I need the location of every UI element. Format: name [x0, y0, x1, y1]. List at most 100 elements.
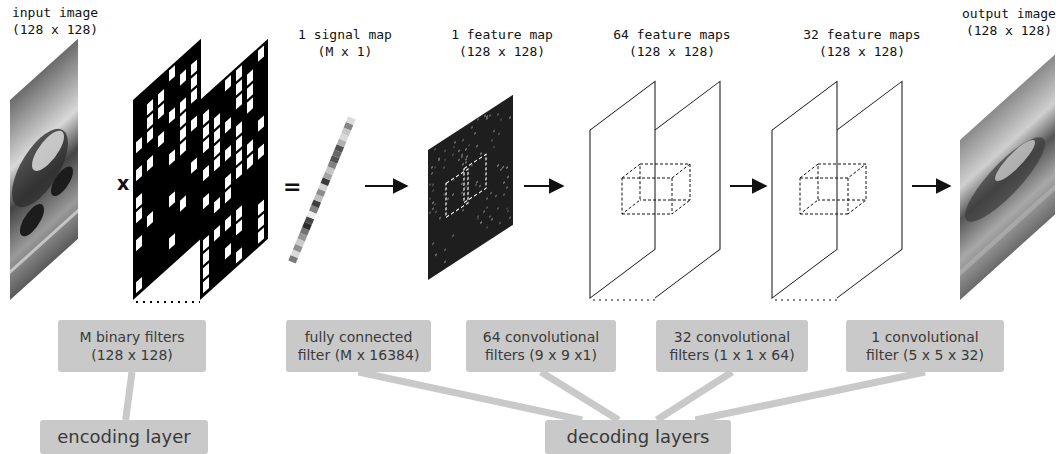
noise-dot	[431, 166, 433, 169]
flow-arrow	[730, 185, 766, 187]
mask-pixel	[225, 145, 231, 161]
noise-dot	[480, 152, 482, 155]
noise-dot	[498, 132, 500, 135]
mask-pixel	[191, 59, 197, 75]
noise-dot	[491, 218, 493, 221]
panel-label: output image (128 x 128)	[959, 5, 1059, 39]
noise-dot	[489, 114, 491, 117]
noise-dot	[493, 145, 495, 148]
noise-dot	[500, 168, 502, 171]
noise-dot	[465, 161, 467, 164]
mask-pixel	[147, 155, 153, 171]
noise-dot	[465, 185, 467, 188]
noise-dot	[461, 182, 463, 185]
layer-name: decoding layers	[567, 426, 710, 448]
noise-dot	[477, 118, 479, 121]
noise-dot	[489, 215, 491, 218]
mask-pixel	[136, 207, 142, 223]
noise-dot	[438, 158, 440, 161]
operator-symbol: x	[117, 172, 129, 194]
noise-dot	[497, 207, 499, 210]
mask-pixel	[191, 73, 197, 89]
mask-pixel	[236, 135, 242, 151]
mask-pixel	[236, 219, 242, 235]
noise-dot	[429, 183, 431, 186]
mask-pixel	[236, 149, 242, 165]
mask-pixel	[136, 165, 142, 181]
mask-pixel	[236, 93, 242, 109]
noise-dot	[453, 145, 455, 148]
noise-dot	[486, 226, 488, 229]
mask-pixel	[236, 79, 242, 95]
noise-dot	[461, 191, 463, 194]
layer-name: encoding layer	[57, 426, 191, 448]
panel-label: input image (128 x 128)	[5, 4, 105, 38]
noise-dot	[458, 149, 460, 152]
signal-cell	[346, 116, 356, 125]
mask-pixel	[158, 131, 164, 147]
noise-dot	[497, 164, 499, 167]
feature-stack	[590, 81, 720, 300]
output-image	[960, 54, 1055, 300]
mask-pixel	[225, 215, 231, 231]
noise-dot	[429, 211, 431, 214]
noise-dot	[502, 166, 504, 169]
noise-dot	[462, 209, 464, 212]
noise-dot	[432, 207, 434, 210]
noise-dot	[447, 197, 449, 200]
mask-pixel	[225, 173, 231, 189]
flow-arrow	[365, 185, 407, 187]
mask-pixel	[147, 99, 153, 115]
mask-pixel	[191, 157, 197, 173]
mask-pixel	[169, 191, 175, 207]
mask-pixel	[136, 137, 142, 153]
mask-pixel	[258, 213, 264, 229]
filter-box: M binary filters (128 x 128)	[58, 320, 206, 372]
noise-dot	[503, 193, 505, 196]
noise-dot	[439, 217, 441, 220]
noise-dot	[434, 148, 436, 151]
mask-pixel	[236, 247, 242, 263]
noise-dot	[500, 118, 502, 121]
layer-band: decoding layers	[545, 420, 731, 454]
noise-dot	[434, 203, 436, 206]
layer-band: encoding layer	[40, 420, 208, 454]
mask-pixel	[247, 97, 253, 113]
mask-pixel	[258, 143, 264, 159]
noise-dot	[444, 158, 446, 161]
noise-dot	[452, 234, 454, 237]
mask-pixel	[180, 69, 186, 85]
noise-dot	[432, 201, 434, 204]
layer-connector	[541, 372, 619, 420]
mask-pixel	[203, 109, 209, 125]
noise-dot	[435, 210, 437, 213]
panel-label: 1 signal map (M x 1)	[293, 26, 397, 60]
noise-dot	[434, 166, 436, 169]
mask-pixel	[158, 103, 164, 119]
noise-dot	[503, 181, 505, 184]
mask-pixel	[147, 211, 153, 227]
noise-dot	[429, 197, 431, 200]
filter-box: 64 convolutional filters (9 x 9 x1)	[466, 320, 616, 372]
mask-pixel	[180, 139, 186, 155]
mask-pixel	[203, 263, 209, 279]
filter-text: M binary filters (128 x 128)	[65, 328, 199, 364]
mask-pixel	[203, 137, 209, 153]
mask-pixel	[236, 65, 242, 81]
noise-dot	[509, 116, 511, 119]
mask-pixel	[136, 193, 142, 209]
noise-dot	[486, 197, 488, 200]
noise-dot	[484, 114, 486, 117]
mask-pixel	[236, 205, 242, 221]
mask-pixel	[180, 125, 186, 141]
noise-dot	[468, 144, 470, 147]
noise-dot	[444, 260, 446, 263]
mask-pixel	[236, 163, 242, 179]
mask-pixel	[203, 277, 209, 293]
filter-box: fully connected filter (M x 16384)	[286, 320, 431, 372]
noise-dot	[465, 148, 467, 151]
noise-dot	[432, 242, 434, 245]
filter-box: 32 convolutional filters (1 x 1 x 64)	[656, 320, 808, 372]
